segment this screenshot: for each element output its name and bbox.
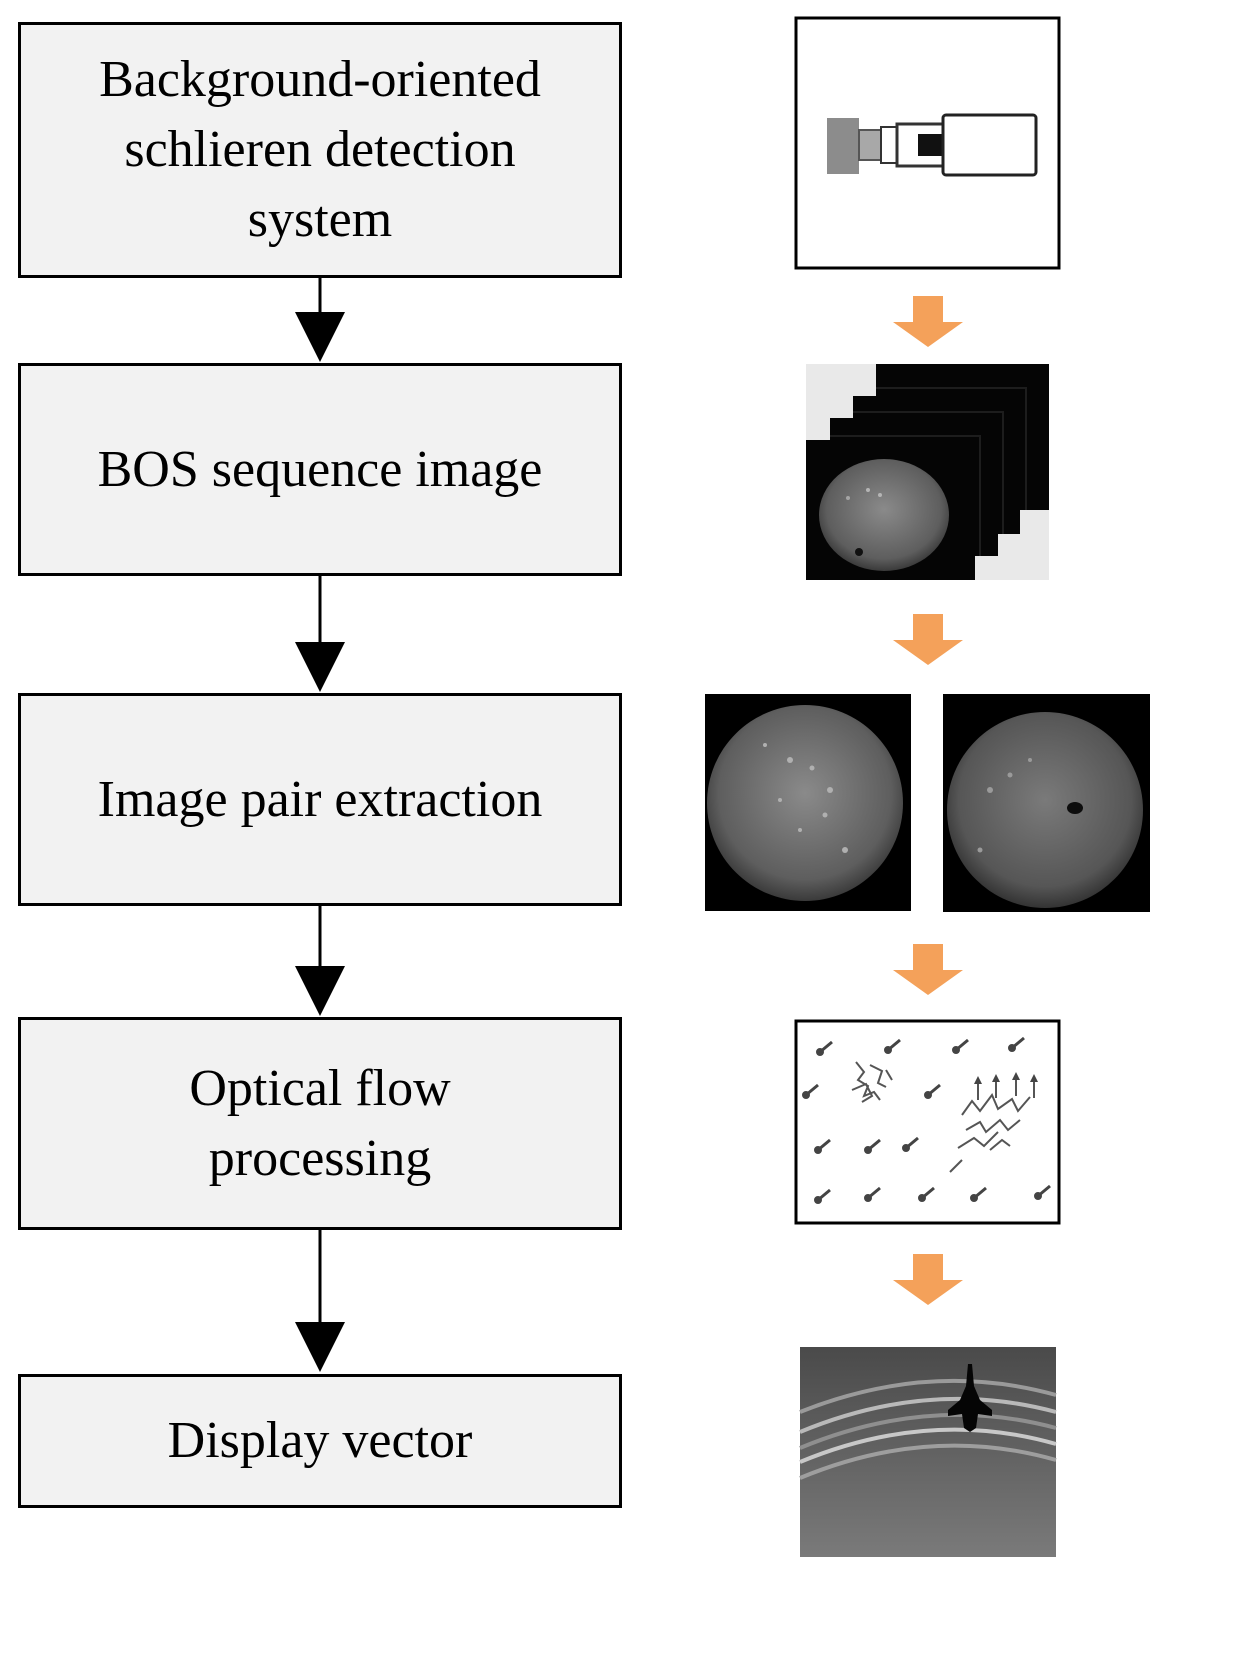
flow-bands bbox=[799, 1378, 1057, 1480]
flow-arrow bbox=[295, 576, 345, 692]
step-label: BOS sequence image bbox=[97, 440, 543, 498]
orange-down-arrow bbox=[893, 614, 963, 665]
step-label: Background-oriented schlieren detection … bbox=[99, 51, 541, 248]
vector-arrows bbox=[802, 1036, 1051, 1204]
step-box-display-vector: Display vector bbox=[18, 1374, 622, 1508]
vector-cluster bbox=[851, 1061, 1035, 1173]
aircraft-silhouette bbox=[948, 1364, 992, 1432]
bos-sequence-thumbnail bbox=[806, 364, 1049, 580]
image-pair-thumbnail bbox=[705, 694, 1150, 912]
sun-disk bbox=[947, 712, 1143, 908]
step-box-bos-sequence: BOS sequence image bbox=[18, 363, 622, 576]
orange-down-arrow bbox=[893, 1254, 963, 1305]
vector-field-thumbnail bbox=[794, 1019, 1061, 1225]
orange-down-arrow bbox=[893, 944, 963, 995]
sun-disk bbox=[707, 705, 903, 901]
stacked-frame-edges bbox=[830, 387, 1027, 556]
step-box-bos-system: Background-oriented schlieren detection … bbox=[18, 22, 622, 278]
flow-result-thumbnail bbox=[799, 1347, 1057, 1557]
step-label: Display vector bbox=[167, 1412, 473, 1469]
step-box-optical-flow: Optical flow processing bbox=[18, 1017, 622, 1230]
step-box-image-pair: Image pair extraction bbox=[18, 693, 622, 906]
orange-down-arrow bbox=[893, 296, 963, 347]
step-label: Optical flow processing bbox=[189, 1059, 451, 1187]
sun-disk bbox=[819, 459, 949, 571]
camera-thumbnail bbox=[794, 16, 1061, 270]
flow-arrow bbox=[295, 1230, 345, 1372]
flow-arrow bbox=[295, 906, 345, 1016]
camera-icon bbox=[827, 113, 1038, 177]
step-label: Image pair extraction bbox=[97, 770, 543, 828]
flow-arrow bbox=[295, 278, 345, 362]
